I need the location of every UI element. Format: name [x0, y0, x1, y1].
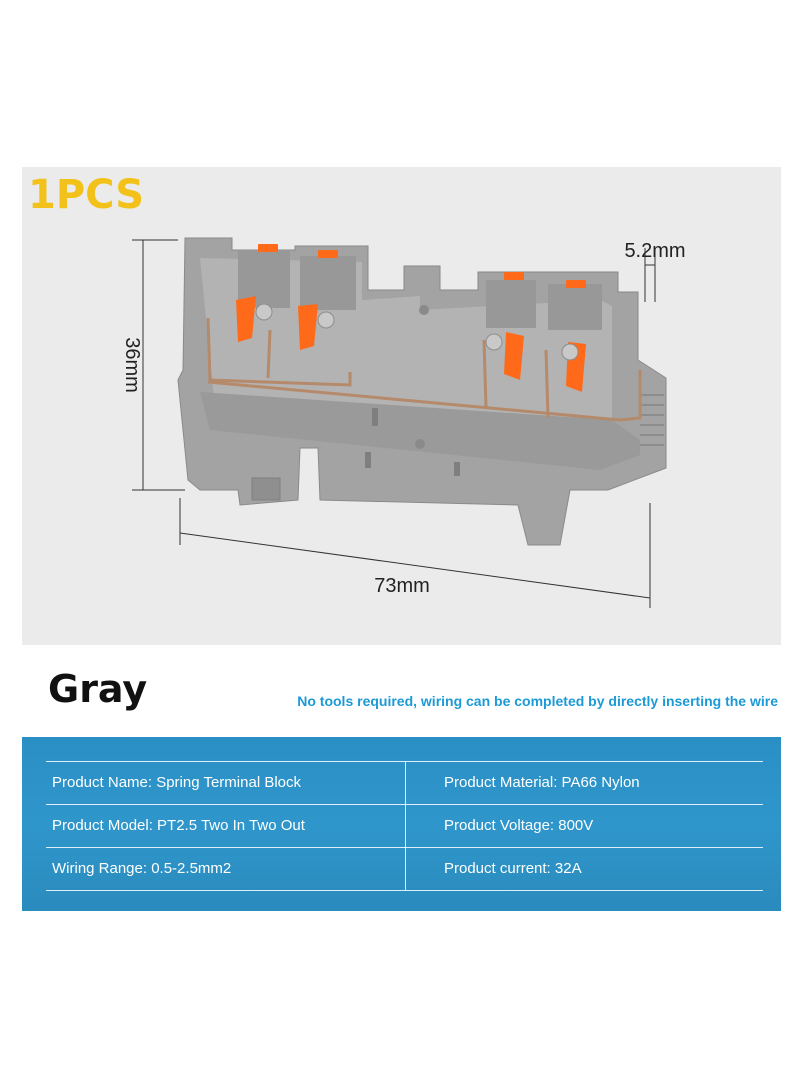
column-divider: [405, 762, 406, 890]
spec-product-material: Product Material: PA66 Nylon: [444, 774, 640, 791]
thickness-dimension-label: 5.2mm: [624, 240, 685, 262]
spring-clamps: [255, 303, 579, 361]
spec-row: Product Model: PT2.5 Two In Two Out Prod…: [46, 805, 763, 848]
feature-tagline: No tools required, wiring can be complet…: [297, 693, 778, 709]
specification-table: Product Name: Spring Terminal Block Prod…: [46, 761, 763, 891]
spec-product-current: Product current: 32A: [444, 860, 582, 877]
specification-panel: Product Name: Spring Terminal Block Prod…: [22, 737, 781, 911]
terminal-block-body: [177, 237, 667, 546]
dimension-lines: [132, 239, 656, 608]
spec-product-voltage: Product Voltage: 800V: [444, 817, 594, 834]
width-dimension-label: 73mm: [374, 575, 430, 597]
spec-wiring-range: Wiring Range: 0.5-2.5mm2: [52, 860, 232, 877]
spec-row: Product Name: Spring Terminal Block Prod…: [46, 762, 763, 805]
height-dimension-label: 36mm: [121, 337, 143, 393]
bus-bar: [206, 317, 642, 422]
spring-levers: [236, 244, 586, 392]
spec-product-model: Product Model: PT2.5 Two In Two Out: [52, 817, 305, 834]
color-name-heading: Gray: [48, 667, 148, 711]
spec-row: Wiring Range: 0.5-2.5mm2 Product current…: [46, 848, 763, 891]
spec-product-name: Product Name: Spring Terminal Block: [52, 774, 301, 791]
quantity-badge: 1PCS: [28, 172, 145, 218]
